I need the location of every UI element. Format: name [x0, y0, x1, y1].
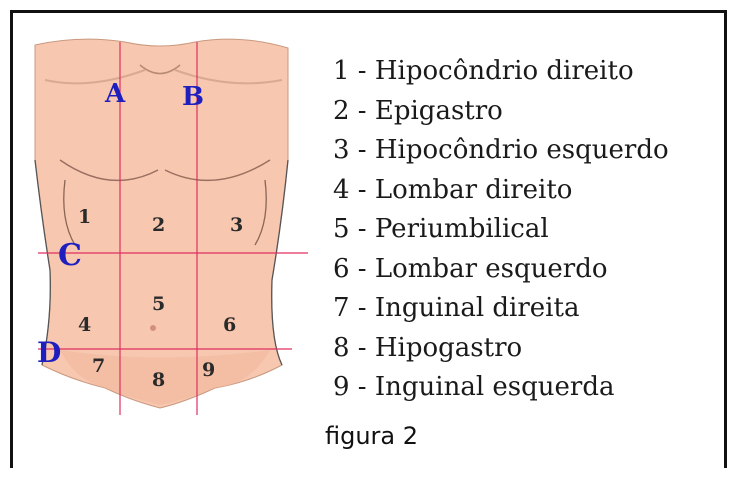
legend-item: 7 - Inguinal direita	[333, 289, 669, 329]
region-number-5: 5	[152, 293, 165, 315]
region-number-7: 7	[92, 355, 105, 377]
label-line-d: D	[37, 336, 61, 369]
legend-item: 8 - Hipogastro	[333, 329, 669, 369]
legend-item: 9 - Inguinal esquerda	[333, 368, 669, 408]
legend-item: 1 - Hipocôndrio direito	[333, 52, 669, 92]
label-line-b: B	[182, 82, 204, 112]
legend-item: 2 - Epigastro	[333, 92, 669, 132]
legend-item: 3 - Hipocôndrio esquerdo	[333, 131, 669, 171]
region-number-6: 6	[223, 314, 236, 336]
region-number-1: 1	[78, 206, 91, 228]
region-number-3: 3	[230, 214, 243, 236]
region-legend: 1 - Hipocôndrio direito 2 - Epigastro 3 …	[333, 52, 669, 408]
label-line-a: A	[104, 79, 126, 109]
region-number-4: 4	[78, 314, 91, 336]
figure-caption: figura 2	[0, 422, 733, 450]
navel	[150, 325, 156, 331]
legend-item: 4 - Lombar direito	[333, 171, 669, 211]
region-number-8: 8	[152, 369, 165, 391]
region-number-9: 9	[202, 359, 215, 381]
legend-item: 6 - Lombar esquerdo	[333, 250, 669, 290]
label-line-c: C	[58, 238, 82, 273]
legend-item: 5 - Periumbilical	[333, 210, 669, 250]
abdomen-diagram: A B C D 1 2 3 4 5 6 7 8 9	[20, 20, 310, 415]
region-number-2: 2	[152, 214, 165, 236]
